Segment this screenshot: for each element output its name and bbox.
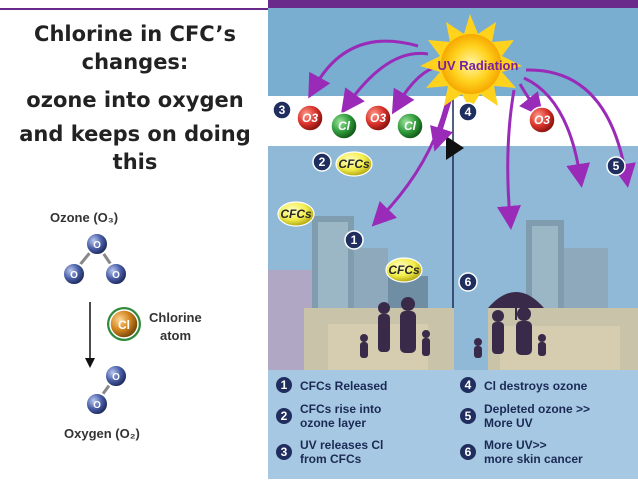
chlorine-label-1: Chlorine — [149, 310, 202, 325]
ozone-molecule: O O O — [62, 232, 128, 286]
legend-6-line-1: More UV>> — [484, 438, 547, 452]
chlorine-label-2: atom — [160, 328, 192, 343]
oxygen-atom-bottom-label: O — [93, 400, 101, 411]
cfc-bubble-3 — [385, 257, 423, 283]
chlorine-molecule-1 — [330, 112, 358, 140]
oxygen-label: Oxygen (O₂) — [64, 426, 140, 441]
scene-badge-4 — [458, 102, 478, 122]
chlorine-molecule-1-label: Cl — [338, 119, 351, 133]
uv-arrow-2 — [341, 51, 429, 114]
scene-number-badges: 3 4 2 1 5 6 — [272, 100, 626, 292]
scene-badge-2-label: 2 — [319, 155, 326, 169]
molecule-drawing: O O O Cl O O — [62, 232, 141, 416]
ozone-molecule-3-label: O3 — [534, 113, 550, 127]
ozone-molecule-3 — [528, 106, 556, 134]
ozone-label: Ozone (O₃) — [50, 210, 119, 225]
chlorine-molecule-2-label: Cl — [404, 119, 417, 133]
oxygen-atom-bottom — [85, 392, 109, 416]
legend-5-line-1: Depleted ozone >> — [484, 402, 590, 416]
oxygen-atom-top-label: O — [112, 372, 120, 383]
legend-badge-4 — [460, 377, 476, 393]
legend: 1 CFCs Released 2 CFCs rise into ozone l… — [276, 377, 590, 466]
legend-5-line-2: More UV — [484, 416, 533, 430]
ozone-molecule-1-label: O3 — [302, 111, 318, 125]
scene-badge-1 — [344, 230, 364, 250]
ozone-atom-left-label: O — [70, 270, 78, 281]
slide-headline: Chlorine in CFC’s changes: ozone into ox… — [4, 20, 266, 176]
scene-badge-6 — [458, 272, 478, 292]
ozone-atom-right-label: O — [112, 270, 120, 281]
cfc-bubble-3-label: CFCs — [388, 263, 420, 277]
cfc-bubble-1 — [335, 151, 373, 177]
top-accent-gap — [0, 0, 268, 8]
legend-badge-1-label: 1 — [281, 378, 288, 392]
uv-radiation-label: UV Radiation — [438, 58, 519, 73]
scene-badge-2 — [312, 152, 332, 172]
scene-badge-3-label: 3 — [279, 103, 286, 117]
scene-badge-5-label: 5 — [613, 159, 620, 173]
cfc-bubble-2-label: CFCs — [280, 207, 312, 221]
ozone-layer-molecules: O3 Cl O3 Cl O3 — [296, 104, 556, 140]
sun-core — [441, 34, 501, 94]
transform-arrow-head — [85, 358, 95, 368]
legend-badge-5-label: 5 — [465, 409, 472, 423]
scene-badge-6-label: 6 — [465, 275, 472, 289]
uv-arrow-6 — [497, 89, 521, 230]
legend-badge-6-label: 6 — [465, 445, 472, 459]
headline-line-2: changes: — [81, 50, 189, 74]
legend-badge-1 — [276, 377, 292, 393]
headline-line-4: and keeps on doing — [19, 122, 251, 146]
chlorine-molecule-2 — [396, 112, 424, 140]
headline-line-5: this — [112, 150, 158, 174]
legend-3-line-2: from CFCs — [300, 452, 362, 466]
legend-area — [268, 370, 638, 479]
legend-4-line-1: Cl destroys ozone — [484, 379, 588, 393]
ozone-atom-top-label: O — [93, 240, 101, 251]
scene-badge-5 — [606, 156, 626, 176]
legend-badge-2-label: 2 — [281, 409, 288, 423]
headline-line-1: Chlorine in CFC’s — [34, 22, 236, 46]
scene-badge-1-label: 1 — [351, 233, 358, 247]
uv-arrow-7 — [518, 83, 544, 118]
ozone-molecule-2-label: O3 — [370, 111, 386, 125]
cfc-bubble-1-label: CFCs — [338, 157, 370, 171]
chlorine-core — [109, 309, 139, 339]
legend-6-line-2: more skin cancer — [484, 452, 583, 466]
legend-badge-2 — [276, 408, 292, 424]
cfc-bubbles: CFCs CFCs CFCs — [277, 151, 423, 283]
ozone-depletion-illustration: UV Radiation O3 Cl O3 Cl O3 CFCs CFCs CF… — [268, 8, 638, 479]
oxygen-atom-top — [104, 364, 128, 388]
ozone-atom-left — [62, 262, 86, 286]
ozone-atom-top — [85, 232, 109, 256]
chlorine-atom-symbol: Cl — [118, 318, 130, 332]
ozone-molecule-2 — [364, 104, 392, 132]
scene-badge-3 — [272, 100, 292, 120]
cfc-bubble-2 — [277, 201, 315, 227]
ozone-to-oxygen-diagram: Ozone (O₃) O O O — [0, 200, 268, 479]
uv-arrow-9 — [525, 68, 636, 188]
top-accent-bar — [0, 0, 638, 10]
legend-badge-4-label: 4 — [465, 378, 472, 392]
legend-1-line-1: CFCs Released — [300, 379, 387, 393]
sun-icon — [420, 14, 522, 110]
umbrella-icon — [488, 292, 544, 308]
right-family — [474, 292, 546, 358]
left-family — [360, 297, 430, 358]
legend-2-line-2: ozone layer — [300, 416, 366, 430]
ozone-atom-right — [104, 262, 128, 286]
oxygen-molecule: O O — [85, 364, 128, 416]
legend-badge-3 — [276, 444, 292, 460]
uv-arrow-1 — [308, 39, 419, 99]
legend-badge-5 — [460, 408, 476, 424]
legend-2-line-1: CFCs rise into — [300, 402, 381, 416]
uv-arrow-8 — [523, 76, 591, 188]
legend-badge-6 — [460, 444, 476, 460]
ozone-depletion-svg: UV Radiation O3 Cl O3 Cl O3 CFCs CFCs CF… — [268, 8, 638, 479]
scene-badge-4-label: 4 — [465, 105, 472, 119]
headline-line-3: ozone into oxygen — [26, 88, 244, 112]
ozone-molecule-1 — [296, 104, 324, 132]
chlorine-atom: Cl — [107, 307, 141, 341]
legend-badge-3-label: 3 — [281, 445, 288, 459]
legend-3-line-1: UV releases Cl — [300, 438, 383, 452]
